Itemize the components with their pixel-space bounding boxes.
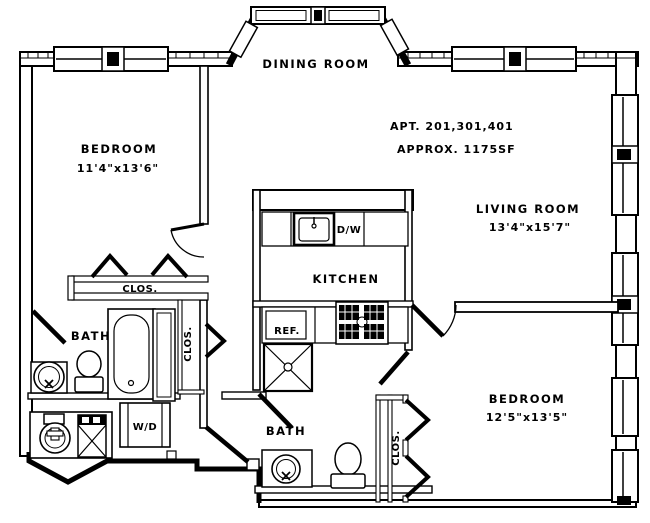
closet1-label: CLOS.	[122, 284, 157, 295]
wall-hall-west	[199, 299, 208, 429]
closet1-bifold-door-right	[150, 252, 189, 279]
refrigerator-label: REF.	[274, 326, 300, 337]
shower2-drain	[283, 362, 293, 372]
bathtub-drain	[127, 379, 135, 387]
closet3-label: CLOS.	[391, 430, 402, 465]
toilet-bowl	[76, 350, 102, 378]
bath2-sink-drain	[281, 471, 291, 481]
closet3-back-wall-1	[375, 394, 381, 503]
shower-header-pane	[82, 417, 89, 423]
wall-kitchen-east	[404, 189, 413, 351]
closet1-bifold-door-left	[90, 252, 129, 279]
wall-bottom	[258, 499, 637, 508]
bath2-fixtures	[261, 342, 366, 489]
windows	[20, 6, 639, 505]
closet2-bottom-cap	[177, 389, 205, 395]
window-bedroom2-right-1	[611, 377, 639, 437]
bath1-sink-basin	[38, 366, 60, 388]
wall-entry-stub-small	[166, 450, 177, 460]
closet3-top-cap	[375, 394, 407, 401]
bath1-label: BATH	[71, 329, 111, 343]
linen-cabinet-inner	[156, 312, 172, 398]
kitchen-fixtures	[261, 211, 409, 345]
wall-bottom-left-bay	[26, 452, 262, 503]
bath2-door-leaf	[257, 392, 294, 430]
shower-stall-header	[78, 415, 106, 425]
kitchen-sink-drain	[311, 223, 317, 229]
toilet2-seat-bar	[46, 430, 64, 437]
stove-burner	[364, 324, 384, 339]
window-bay-mullion-block	[314, 10, 322, 21]
apt-number-label: APT. 201,301,401	[390, 120, 514, 133]
closet2-bifold-door	[204, 322, 227, 359]
bedroom2-label: BEDROOM	[489, 392, 566, 406]
stove-burner	[339, 324, 359, 339]
window-corner-block	[617, 496, 631, 505]
bathtub-basin	[113, 314, 150, 394]
bedroom2-door-swing	[442, 304, 457, 337]
bedroom1-dims: 11'4"x13'6"	[77, 162, 159, 175]
doors	[31, 222, 457, 464]
closet3-bifold-door-bottom	[404, 454, 431, 499]
bath1-sink-drain	[44, 379, 54, 389]
shower-header-pane	[93, 417, 100, 423]
bath1-fixtures	[30, 308, 176, 402]
living-room-label: LIVING ROOM	[476, 202, 580, 216]
wall-vestibule-north	[221, 391, 267, 400]
closet3-front-stub	[402, 394, 409, 404]
toilet3-tank	[330, 473, 366, 489]
window-mullion-block	[509, 52, 521, 66]
window-bay-angled-left	[228, 20, 259, 59]
bedroom2-dims: 12'5"x13'5"	[486, 411, 568, 424]
stove-burner	[339, 305, 359, 320]
washer-dryer-label: W/D	[133, 422, 157, 433]
stove-center-knob	[356, 316, 368, 328]
wall-kitchen-north	[252, 189, 414, 211]
closets	[67, 252, 431, 503]
bedroom1-label: BEDROOM	[81, 142, 158, 156]
refrigerator	[265, 310, 307, 340]
utility-fixtures	[29, 402, 171, 459]
toilet-tank	[74, 376, 104, 393]
apt-area-label: APPROX. 1175SF	[397, 143, 516, 156]
interior-walls	[27, 65, 619, 494]
closet2-back-wall	[177, 299, 183, 395]
window-mullion-block	[107, 52, 119, 66]
closet3-front-stub	[402, 439, 409, 457]
living-room-dims: 13'4"x15'7"	[489, 221, 571, 234]
bath2-label: BATH	[266, 424, 306, 438]
dishwasher-label: D/W	[337, 225, 361, 236]
closet1-cap-left	[67, 275, 75, 301]
bath2-sink-basin	[276, 459, 296, 479]
bedroom2-door-leaf	[410, 303, 445, 338]
bedroom1-door-swing	[170, 229, 205, 258]
closet2-label: CLOS.	[183, 326, 194, 361]
window-bay-angled-right	[379, 18, 410, 57]
stove-burner	[364, 305, 384, 320]
window-bedroom2-right-2	[611, 449, 639, 503]
wall-entry-stub	[246, 458, 260, 471]
shower-x	[77, 424, 107, 458]
wall-living-bedroom2-divider	[454, 301, 619, 313]
dining-room-label: DINING ROOM	[262, 57, 369, 71]
wall-kitchen-west	[252, 189, 261, 391]
wall-bath1-south	[27, 392, 181, 400]
closet3-bifold-door-top	[404, 398, 431, 442]
toilet3-bowl	[334, 442, 362, 476]
window-mullion-block	[617, 299, 631, 310]
wall-kitchen-south	[252, 300, 414, 308]
bath1-door-leaf	[31, 309, 67, 345]
hall-door-leaf	[378, 350, 410, 386]
entry-door-leaf	[204, 425, 250, 464]
window-mullion-block	[617, 149, 631, 160]
window-bay-right-pane	[328, 10, 380, 21]
kitchen-label: KITCHEN	[312, 272, 379, 286]
window-bay-left-pane	[255, 10, 307, 21]
bedroom1-door-leaf	[170, 222, 205, 232]
wall-bedroom1-east	[199, 65, 209, 225]
labels: DINING ROOM APT. 201,301,401 APPROX. 117…	[71, 57, 580, 466]
